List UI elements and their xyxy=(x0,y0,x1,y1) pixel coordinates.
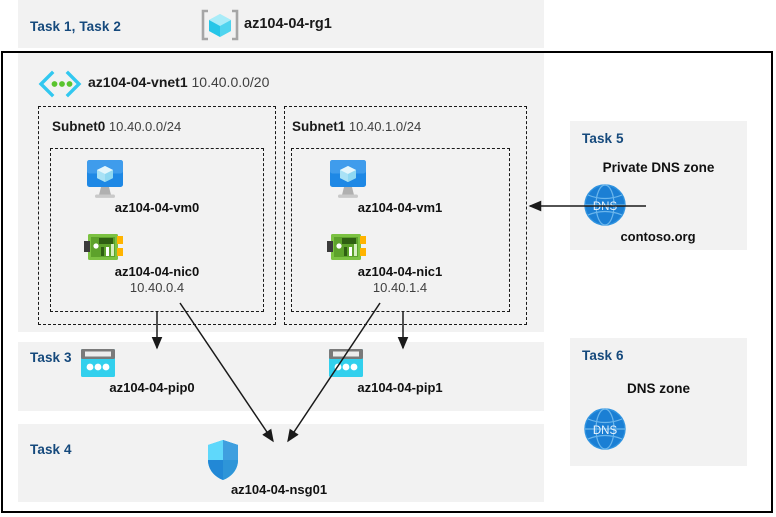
nic-node-az104-04-nic0[interactable]: az104-04-nic0 10.40.0.4 xyxy=(82,230,232,297)
task-label-task4: Task 4 xyxy=(30,442,72,457)
subnet1-resource-box xyxy=(291,148,510,312)
subnet1-prefix: 10.40.1.0/24 xyxy=(348,119,422,134)
pip1-label: az104-04-pip1 xyxy=(357,380,443,395)
subnet1-name: Subnet1 xyxy=(292,119,346,134)
resource-group-band xyxy=(18,0,544,48)
vm-node-az104-04-vm1[interactable]: az104-04-vm1 xyxy=(325,158,475,216)
subnet0-name: Subnet0 xyxy=(52,119,106,134)
dns-icon-text: DNS xyxy=(593,425,618,437)
nic0-label: az104-04-nic0 xyxy=(114,264,200,279)
subnet0-prefix: 10.40.0.0/24 xyxy=(108,119,182,134)
resource-group-name: az104-04-rg1 xyxy=(244,16,332,32)
dns-zone-node[interactable]: DNS xyxy=(583,407,733,451)
vm-node-az104-04-vm0[interactable]: az104-04-vm0 xyxy=(82,158,232,216)
task-label-task5: Task 5 xyxy=(582,131,624,146)
virtual-machine-icon xyxy=(325,158,475,200)
public-ip-address-icon xyxy=(325,346,475,380)
pip0-label: az104-04-pip0 xyxy=(109,380,195,395)
vm1-label: az104-04-vm1 xyxy=(357,200,443,215)
subnet0-resource-box xyxy=(50,148,264,312)
diagram-outer-border xyxy=(1,51,773,513)
vnet-title: az104-04-vnet1 10.40.0.0/20 xyxy=(88,74,269,90)
network-interface-icon xyxy=(325,230,475,264)
dns-icon-text: DNS xyxy=(593,201,618,213)
public-ip-address-icon xyxy=(77,346,227,380)
nsg-node-az104-04-nsg01[interactable]: az104-04-nsg01 xyxy=(204,438,354,498)
private-dns-zone-heading: Private DNS zone xyxy=(602,160,715,175)
nsg-label: az104-04-nsg01 xyxy=(230,482,328,497)
public-ip-node-az104-04-pip0[interactable]: az104-04-pip0 xyxy=(77,346,227,396)
network-security-group-icon xyxy=(204,438,354,482)
nic1-private-ip: 10.40.1.4 xyxy=(372,280,428,296)
subnet1-title: Subnet1 10.40.1.0/24 xyxy=(292,119,421,134)
private-dns-zone-name: contoso.org xyxy=(620,229,696,244)
subnet0-title: Subnet0 10.40.0.0/24 xyxy=(52,119,181,134)
network-interface-icon xyxy=(82,230,232,264)
task-label-task1-task2: Task 1, Task 2 xyxy=(30,19,121,34)
public-ip-node-az104-04-pip1[interactable]: az104-04-pip1 xyxy=(325,346,475,396)
dns-zone-heading: DNS zone xyxy=(626,381,690,396)
nic1-label: az104-04-nic1 xyxy=(357,264,443,279)
vm0-label: az104-04-vm0 xyxy=(114,200,200,215)
task4-panel xyxy=(18,424,544,502)
private-dns-zone-node[interactable]: DNS contoso.org xyxy=(583,183,733,245)
dns-zone-icon: DNS xyxy=(583,407,733,451)
virtual-machine-icon xyxy=(82,158,232,200)
virtual-network-icon xyxy=(38,70,82,98)
task-label-task6: Task 6 xyxy=(582,348,624,363)
vnet-address-space: 10.40.0.0/20 xyxy=(191,74,270,90)
nic-node-az104-04-nic1[interactable]: az104-04-nic1 10.40.1.4 xyxy=(325,230,475,297)
resource-group-icon xyxy=(200,8,240,42)
subnet-box-subnet1 xyxy=(284,106,527,325)
task-label-task3: Task 3 xyxy=(30,350,72,365)
dns-zone-icon: DNS xyxy=(583,183,733,227)
vnet-name: az104-04-vnet1 xyxy=(88,74,188,90)
nic0-private-ip: 10.40.0.4 xyxy=(129,280,185,296)
